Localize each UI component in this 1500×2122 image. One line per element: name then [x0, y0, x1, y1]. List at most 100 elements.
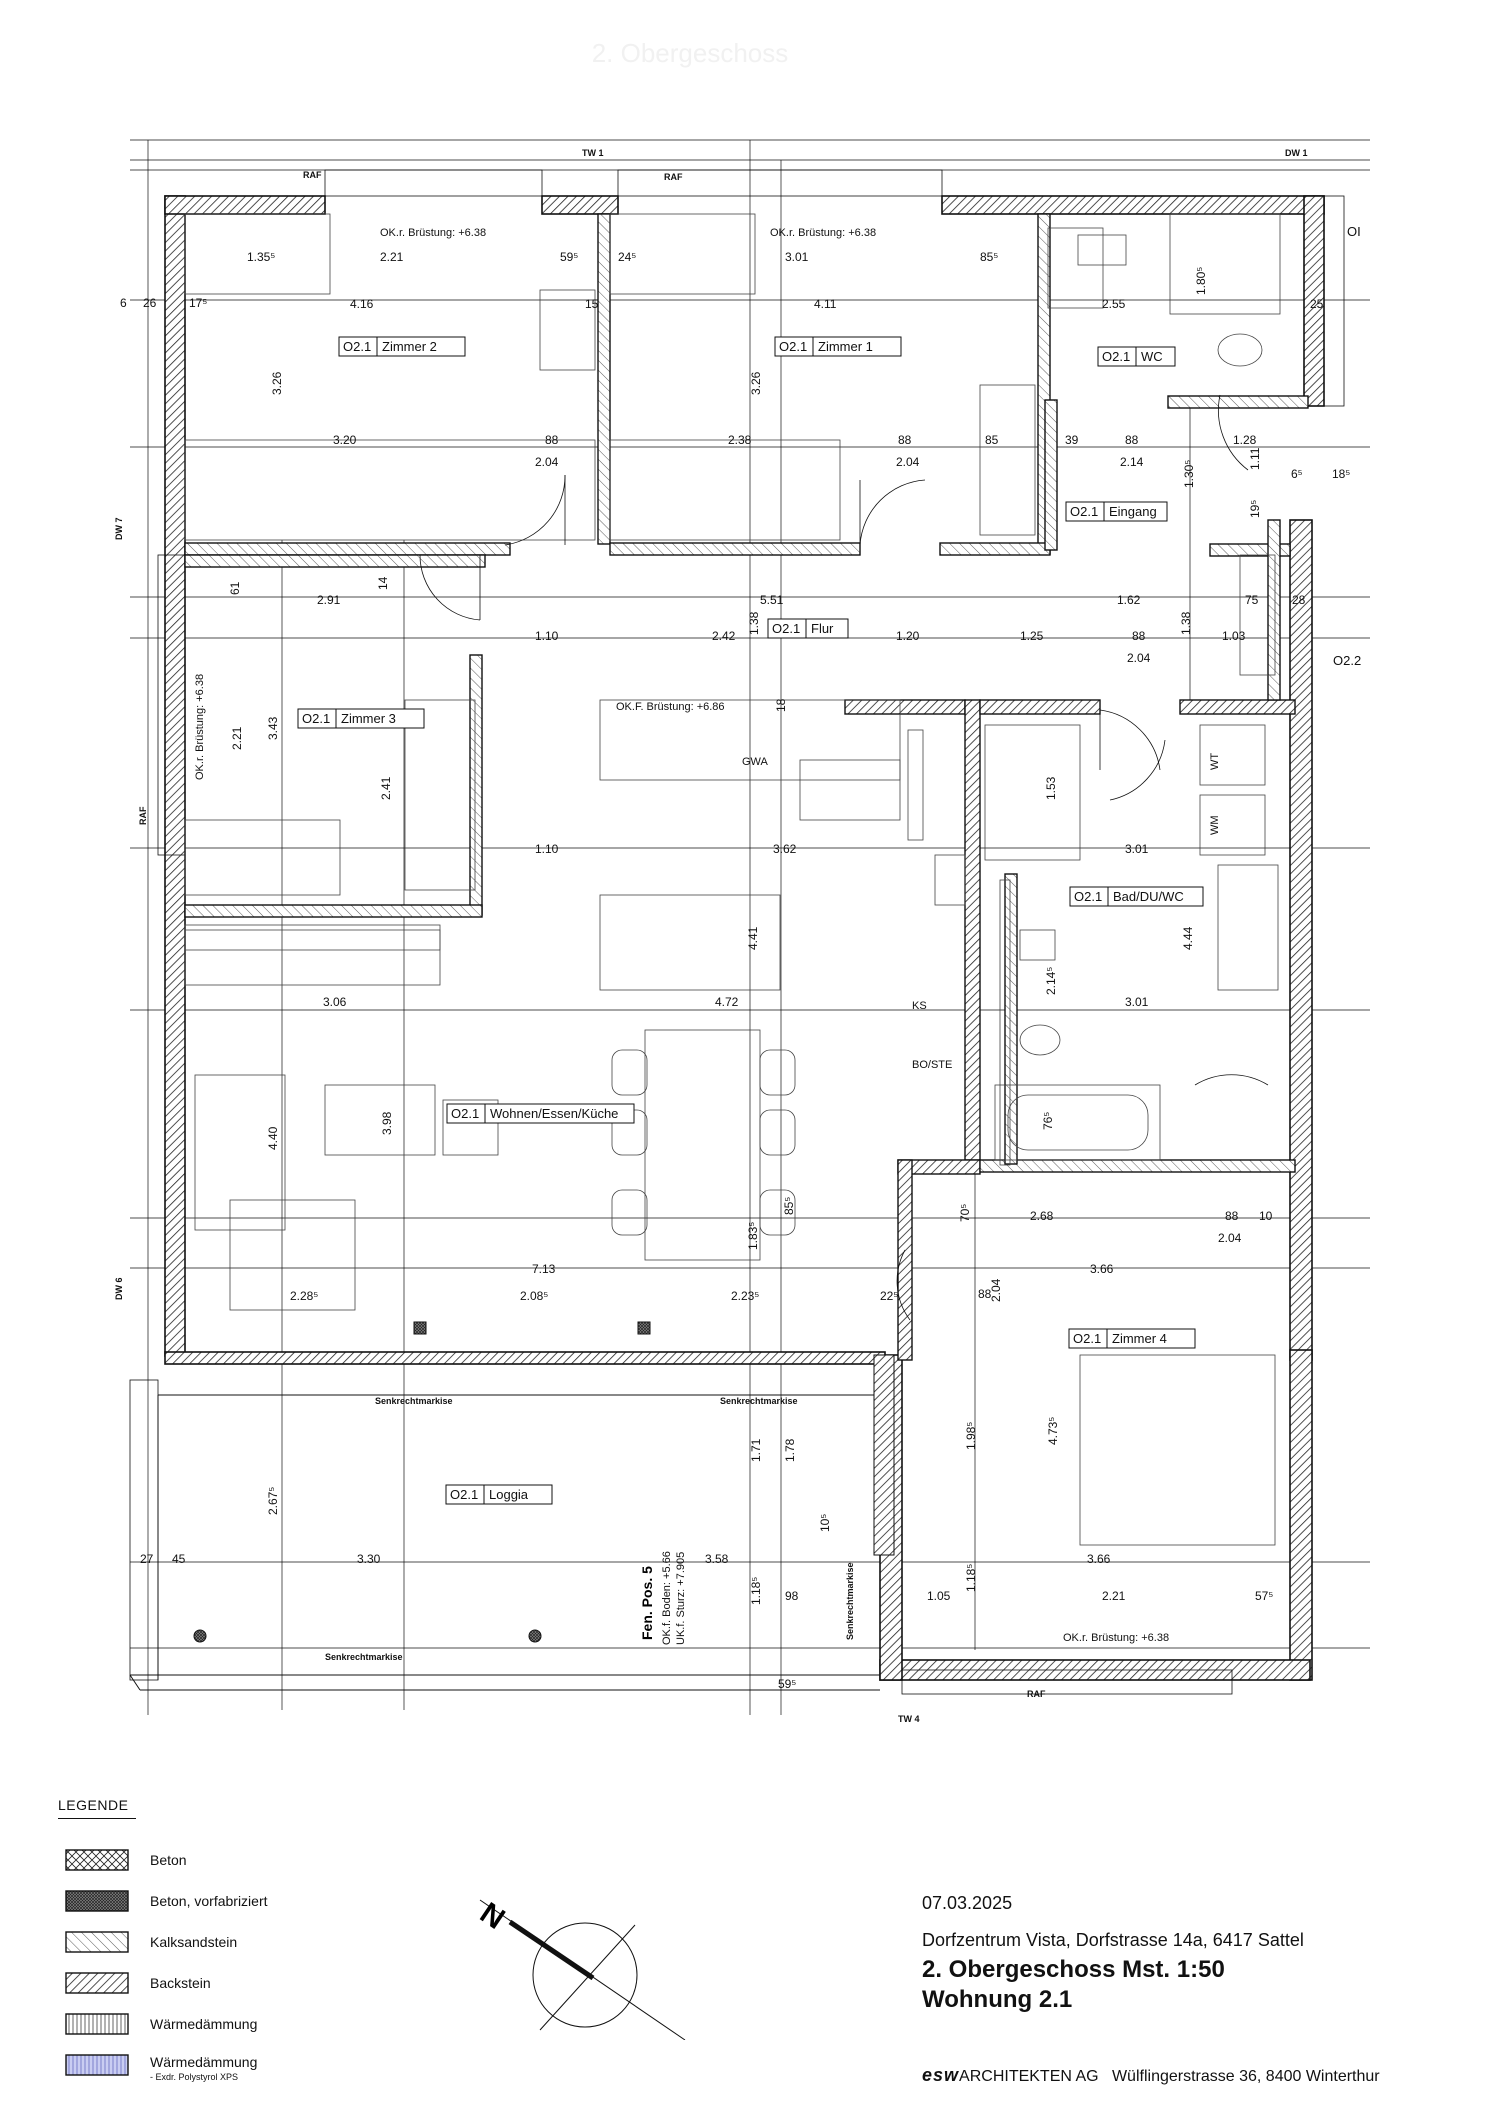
brustung-note: OK.r. Brüstung: +6.38	[380, 227, 486, 239]
dim-label: 10	[1259, 1209, 1273, 1223]
interior-walls	[184, 213, 1309, 1361]
dim-label: 2.21	[230, 726, 244, 750]
room-code: O2.1	[1074, 889, 1102, 904]
office-logo: esw	[922, 2065, 960, 2085]
dim-label: 2.23⁵	[731, 1289, 759, 1303]
dim-label: 28	[1292, 593, 1306, 607]
dim-label: 85⁵	[980, 250, 998, 264]
room-code: O2.1	[451, 1106, 479, 1121]
north-label: N	[474, 1896, 510, 1935]
dim-label: 59⁵	[560, 250, 578, 264]
dim-label: 1.25	[1020, 629, 1044, 643]
dim-label: 1.11	[1248, 447, 1262, 470]
room-code: O2.1	[343, 339, 371, 354]
dim-label: 3.43	[266, 716, 280, 740]
dim-label: 88	[1225, 1209, 1239, 1223]
dim-label: 3.20	[333, 433, 357, 447]
room-tag: O2.1 Zimmer 4	[1068, 1328, 1196, 1349]
room-code: O2.1	[1102, 349, 1130, 364]
window-tag: TW 4	[898, 1714, 920, 1724]
legend-label: Backstein	[150, 1975, 211, 1991]
dim-label: 1.83⁵	[746, 1222, 760, 1250]
legend-label: Beton	[150, 1852, 187, 1868]
dim-label: 2.04	[1127, 651, 1151, 665]
room-name: Wohnen/Essen/Küche	[490, 1106, 618, 1121]
legend-label: Wärmedämmung	[150, 2054, 258, 2070]
dim-label: 22⁵	[880, 1289, 898, 1303]
room-code: O2.1	[779, 339, 807, 354]
dim-label: 25	[1310, 297, 1324, 311]
dim-label: 88	[1132, 629, 1146, 643]
dim-label: 15	[585, 297, 599, 311]
dim-label: 3.26	[749, 371, 763, 395]
room-code: O2.1	[1070, 504, 1098, 519]
raf-label: RAF	[1027, 1689, 1046, 1699]
dim-label: 6⁵	[1291, 467, 1303, 481]
dim-label: 3.01	[1125, 842, 1149, 856]
dim-label: 2.04	[1218, 1231, 1242, 1245]
room-name: Zimmer 1	[818, 339, 873, 354]
room-tag: O2.1 Wohnen/Essen/Küche	[446, 1103, 635, 1124]
wm-label: WM	[1209, 815, 1221, 835]
dim-label: 1.78	[783, 1438, 797, 1462]
dim-label: 4.11	[814, 297, 837, 311]
dim-label: 26	[143, 296, 157, 310]
room-tag: O2.1 Flur	[767, 618, 849, 639]
window-position: Fen. Pos. 5	[639, 1566, 655, 1640]
dim-label: 4.40	[266, 1126, 280, 1150]
legend-item: Beton, vorfabriziert	[150, 1890, 268, 1912]
dim-label: 61	[228, 581, 242, 595]
window-lines	[129, 139, 1370, 1695]
floor-title: 2. Obergeschoss Mst. 1:50	[922, 1956, 1225, 1983]
dim-label: 17⁵	[189, 296, 207, 310]
room-code: O2.1	[1073, 1331, 1101, 1346]
room-name: Bad/DU/WC	[1113, 889, 1184, 904]
dim-label: 98	[785, 1589, 799, 1603]
wt-label: WT	[1209, 753, 1221, 770]
dimension-labels: 1.35⁵ 2.21 59⁵ 24⁵ 3.01 85⁵ 4.16 4.11 2.…	[120, 250, 1350, 1691]
window-tag: DW 7	[114, 518, 124, 541]
brustung-note: OK.F. Brüstung: +6.86	[616, 701, 725, 713]
raf-label: RAF	[138, 806, 148, 825]
dim-label: 88	[978, 1287, 992, 1301]
exterior-walls	[164, 195, 1325, 1681]
raf-label: RAF	[664, 172, 683, 182]
brustung-note: OK.r. Brüstung: +6.38	[1063, 1632, 1169, 1644]
office-name: ARCHITEKTEN AG	[959, 2068, 1099, 2085]
gwa-label: GWA	[742, 756, 769, 768]
dim-label: 4.41	[746, 926, 760, 950]
dim-label: 3.26	[270, 371, 284, 395]
room-tag: O2.1 Bad/DU/WC	[1069, 886, 1204, 907]
dim-label: 2.04	[896, 455, 920, 469]
dim-label: 1.10	[535, 629, 559, 643]
legend-sublabel: - Exdr. Polystyrol XPS	[150, 2072, 239, 2082]
dim-label: 1.03	[1222, 629, 1246, 643]
markise-label: Senkrechtmarkise	[720, 1396, 798, 1406]
dim-label: 1.38	[747, 611, 761, 635]
legend-item: Backstein	[150, 1972, 211, 1994]
dim-label: 1.62	[1117, 593, 1141, 607]
dim-label: 1.05	[927, 1589, 951, 1603]
dim-label: 2.08⁵	[520, 1289, 548, 1303]
markise-label: Senkrechtmarkise	[375, 1396, 453, 1406]
raf-label: RAF	[303, 170, 322, 180]
dim-label: 3.66	[1087, 1552, 1111, 1566]
dim-label: 10⁵	[818, 1514, 832, 1532]
window-tag: DW 1	[1285, 148, 1308, 158]
brustung-note: OK.r. Brüstung: +6.38	[770, 227, 876, 239]
dim-label: 1.98⁵	[964, 1422, 978, 1450]
dim-label: 3.01	[1125, 995, 1149, 1009]
room-name: Zimmer 3	[341, 711, 396, 726]
legend-item: Wärmedämmung	[150, 2013, 257, 2035]
lintel-level-note: UK.f. Sturz: +7.905	[675, 1552, 687, 1645]
unit-title: Wohnung 2.1	[922, 1986, 1073, 2013]
dim-label: 88	[898, 433, 912, 447]
dim-label: 85	[985, 433, 999, 447]
dim-label: 3.66	[1090, 1262, 1114, 1276]
dim-label: 2.04	[535, 455, 559, 469]
window-tag: TW 1	[582, 148, 604, 158]
window-tags: TW 1 DW 1 DW 7 DW 6 TW 4 RAF RAF RAF RAF	[114, 148, 1308, 1724]
room-name: WC	[1141, 349, 1163, 364]
room-code: O2.1	[302, 711, 330, 726]
